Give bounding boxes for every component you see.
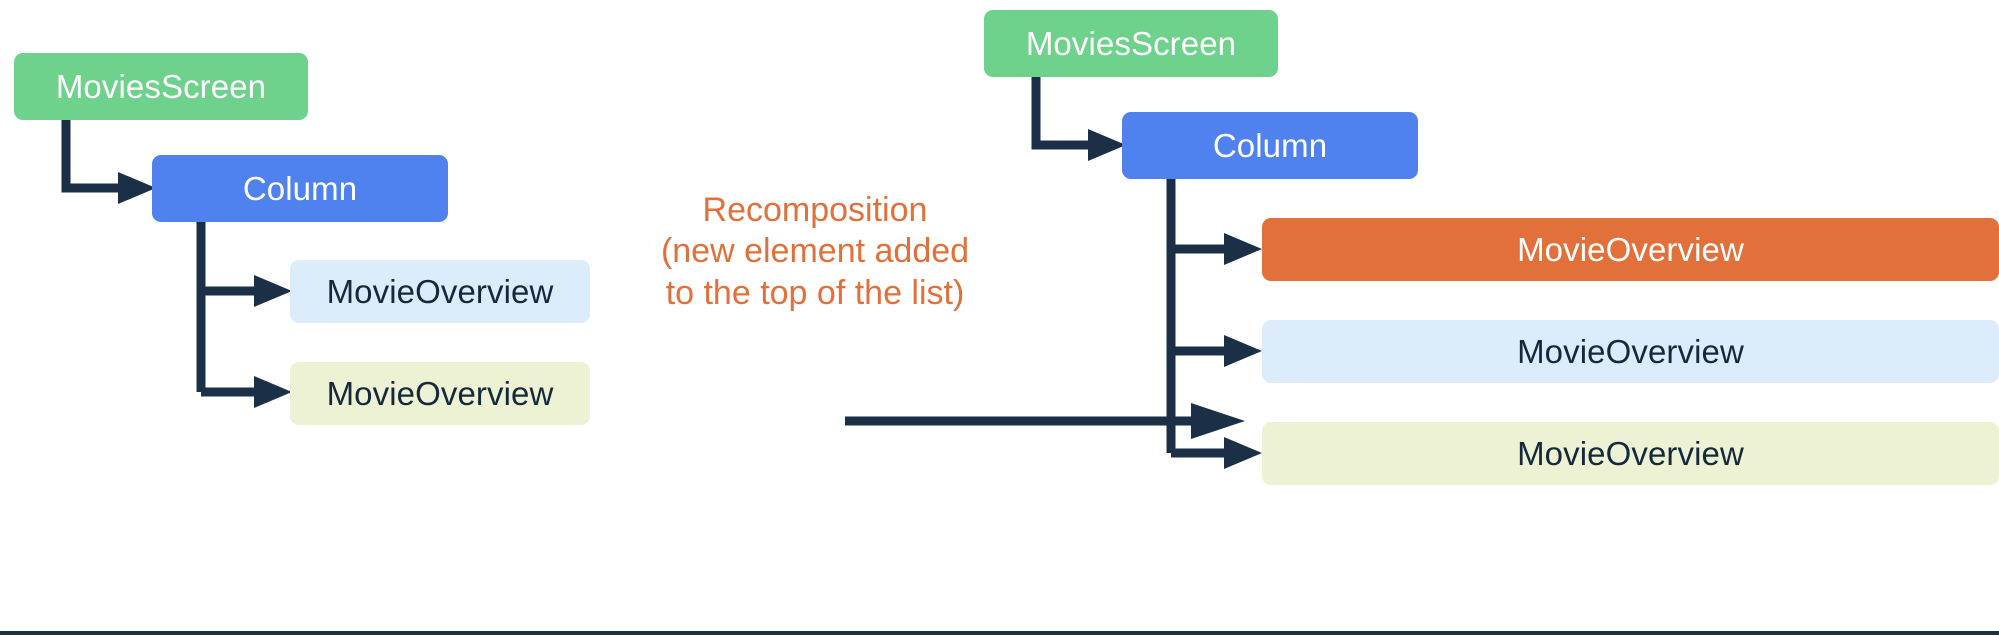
footer-divider: [0, 631, 1999, 635]
before-node-column: Column: [152, 155, 448, 222]
before-node-movie-overview-1: MovieOverview: [290, 260, 590, 323]
transition-arrow-icon: [845, 398, 1255, 446]
after-node-movie-overview-new: MovieOverview: [1262, 218, 1999, 281]
before-connector-screen-to-column: [60, 120, 160, 204]
after-node-movies-screen: MoviesScreen: [984, 10, 1278, 77]
after-connector-screen-to-column: [1030, 77, 1130, 161]
before-node-movie-overview-2: MovieOverview: [290, 362, 590, 425]
before-connector-column-to-items: [196, 222, 306, 432]
transition-label: Recomposition (new element added to the …: [660, 191, 970, 312]
after-connector-column-to-items: [1166, 179, 1276, 489]
before-node-movies-screen: MoviesScreen: [14, 53, 308, 120]
after-node-movie-overview-2: MovieOverview: [1262, 422, 1999, 485]
after-node-column: Column: [1122, 112, 1418, 179]
after-node-movie-overview-1: MovieOverview: [1262, 320, 1999, 383]
